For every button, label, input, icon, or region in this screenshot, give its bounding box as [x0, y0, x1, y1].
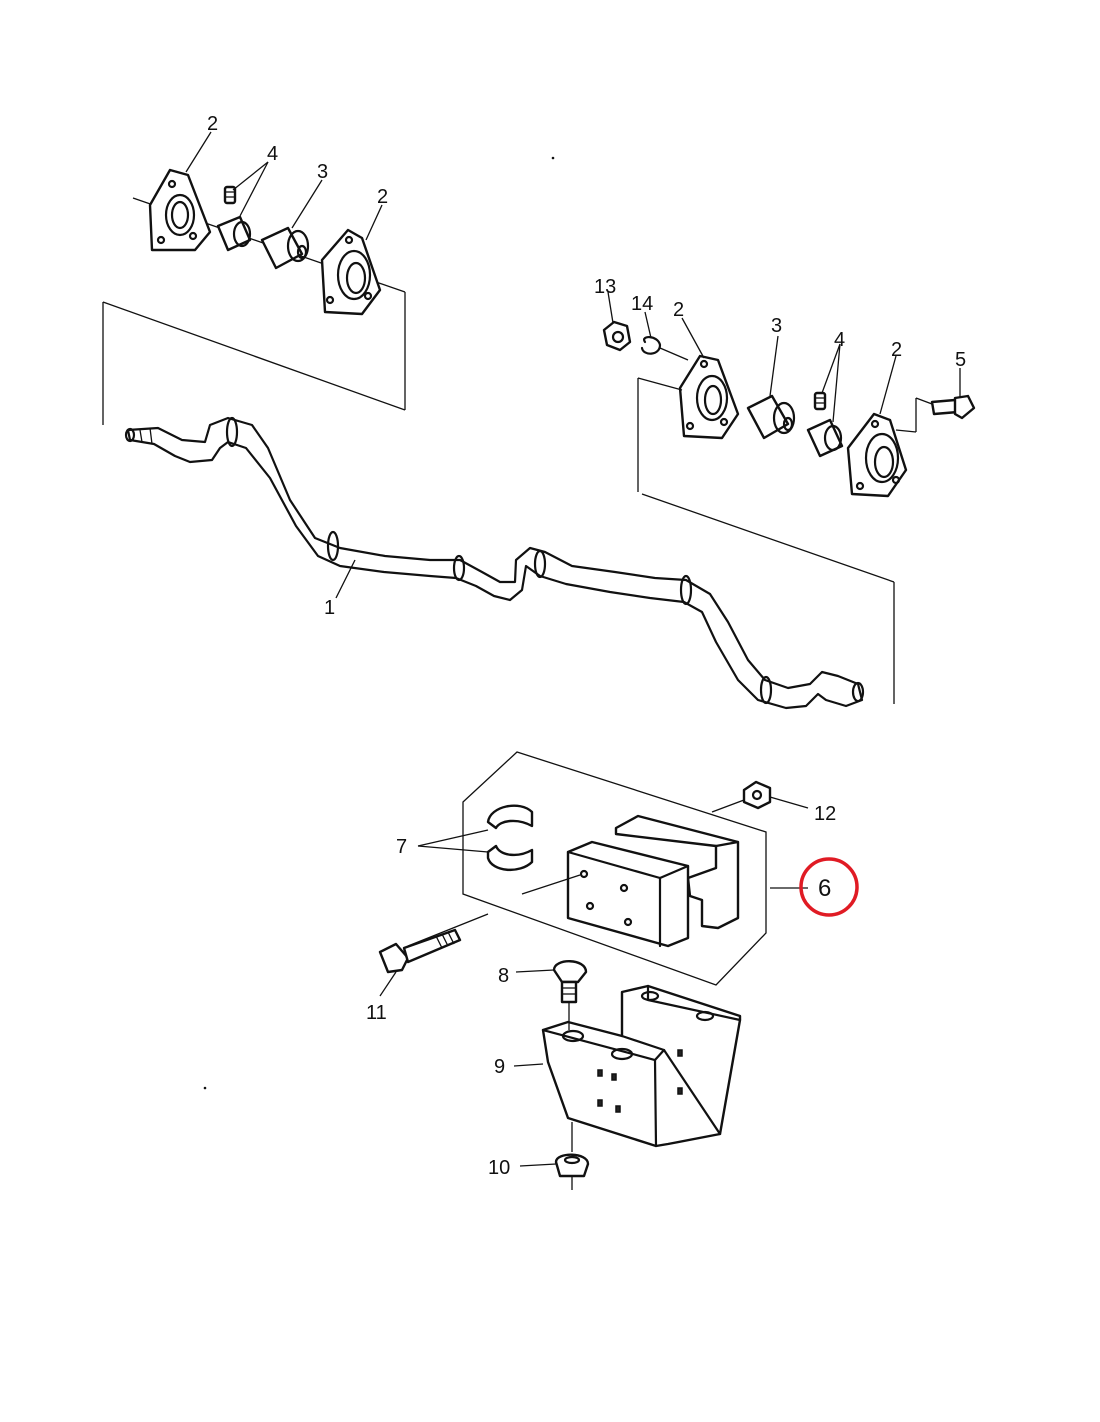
- callout-1: 1: [324, 597, 335, 619]
- callout-3-top-right: 3: [771, 315, 782, 337]
- callout-11: 11: [366, 1002, 387, 1024]
- callout-9: 9: [494, 1056, 505, 1078]
- bolt-11-icon: [378, 942, 410, 974]
- nut-12-icon: [742, 780, 772, 810]
- callout-4-top-right: 4: [834, 329, 845, 351]
- callout-8: 8: [498, 965, 509, 987]
- highlight-ring: [799, 857, 859, 917]
- callout-2-top-right: 2: [673, 299, 684, 321]
- callout-4-top-left: 4: [267, 143, 278, 165]
- callout-2-top-left-right: 2: [377, 186, 388, 208]
- callout-13: 13: [594, 276, 616, 298]
- callout-12: 12: [814, 803, 836, 825]
- callout-5: 5: [955, 349, 966, 371]
- callout-2-top-left: 2: [207, 113, 218, 135]
- right-bushing-assembly: [602, 291, 976, 704]
- nut-icon: [602, 320, 632, 352]
- left-bushing-assembly: [102, 131, 406, 425]
- flange-plate-left: [148, 168, 212, 252]
- callout-7: 7: [396, 836, 407, 858]
- half-bushing-bottom: [486, 844, 534, 871]
- half-bushing-top: [486, 804, 534, 830]
- mounting-assembly: [378, 751, 809, 1190]
- callout-3-top-left: 3: [317, 161, 328, 183]
- stabilizer-bar: [124, 416, 865, 710]
- callout-14: 14: [631, 293, 653, 315]
- callout-6: 6: [818, 875, 831, 902]
- flange-plate-left-2: [678, 354, 740, 440]
- callout-2-top-right-right: 2: [891, 339, 902, 361]
- callout-10: 10: [488, 1157, 510, 1179]
